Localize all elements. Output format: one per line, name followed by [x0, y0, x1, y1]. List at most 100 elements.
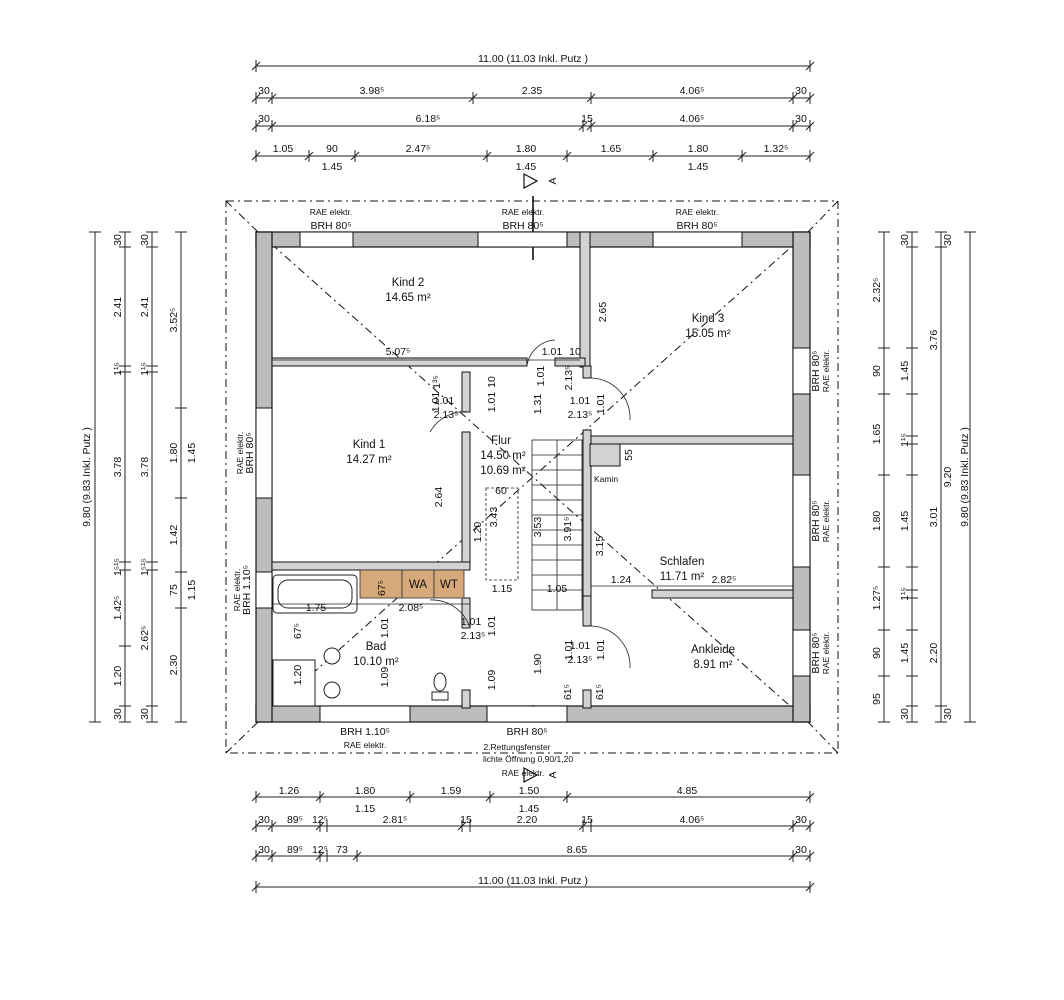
win-top2-rae: RAE elektr.	[502, 207, 545, 217]
inner-dim-k3-2135: 2.13⁵	[568, 409, 593, 421]
room-schlafen-area: 11.71 m²	[660, 571, 705, 583]
inner-dim-675b: 67⁵	[292, 623, 304, 639]
top-dimensions: 11.00 (11.03 Inkl. Putz ) 30 3.98⁵ 2.35 …	[251, 53, 815, 173]
win-left1-brh: BRH 80⁵	[244, 432, 256, 473]
inner-dim-109a: 1.09	[379, 667, 391, 688]
right-col3-dim-3: 2.20	[928, 643, 940, 664]
inner-dim-55: 55	[623, 449, 635, 461]
inner-dim-190: 1.90	[532, 654, 544, 675]
room-kind3-name: Kind 3	[692, 313, 725, 325]
inner-dim-flur-10: 10	[486, 376, 498, 388]
inner-dim-175: 1.75	[306, 602, 327, 614]
inner-dim-109b: 1.09	[486, 670, 498, 691]
left-col3-dim-3: 1.42	[168, 525, 180, 546]
room-kind3-area: 15.05 m²	[685, 328, 731, 340]
inner-dim-bad-2135: 2.13⁵	[461, 630, 486, 642]
room-ankleide-name: Ankleide	[691, 644, 735, 656]
inner-dim-264: 2.64	[433, 487, 445, 508]
bottom-row2-dim-7: 15	[581, 814, 593, 826]
win-right3-brh: BRH 80⁵	[810, 632, 822, 673]
inner-dim-stair-101: 1.01	[535, 366, 547, 387]
win-top3-brh: BRH 80⁵	[676, 220, 717, 232]
room-kind1-area: 14.27 m²	[346, 454, 392, 466]
bottom-row3-dim-2: 89⁵	[287, 844, 303, 856]
right-col4-dim-3: 30	[942, 708, 954, 720]
right-col2-dim-7: 30	[899, 708, 911, 720]
right-col1-dim-7: 95	[871, 693, 883, 705]
inner-dim-k3-101: 1.01	[570, 395, 591, 407]
exterior-walls	[255, 231, 811, 723]
left-col1-dim-2: 2.41	[112, 297, 124, 318]
top-row3-dim-4: 1.80	[516, 143, 537, 155]
doors	[429, 339, 631, 669]
bottom-row1-dim-1: 1.26	[279, 785, 300, 797]
left-col1-dim-6: 1.42⁵	[112, 596, 124, 621]
left-col1-dim-8: 30	[112, 708, 124, 720]
left-col1-dim-1: 30	[112, 234, 124, 246]
sink-2	[323, 681, 341, 699]
bottom-row3-dim-3: 12⁵	[312, 844, 328, 856]
washing-machine	[401, 569, 435, 599]
right-col1-dim-2: 90	[871, 365, 883, 377]
room-schlafen-name: Schlafen	[660, 556, 705, 568]
sink-1	[323, 647, 341, 665]
inner-dim-282: 2.82⁵	[712, 574, 737, 586]
wt-label: WT	[440, 579, 458, 591]
inner-dim-k1-2135: 2.13⁵	[434, 409, 459, 421]
inner-dim-60: 60	[495, 485, 507, 497]
bottom-row1-dim-2: 1.80	[355, 785, 376, 797]
win-right2-brh: BRH 80⁵	[810, 500, 822, 541]
top-row3-lower-3: 1.45	[688, 161, 709, 173]
top-row1-dim-2: 3.98⁵	[360, 85, 385, 97]
left-dimensions: 9.80 (9.83 Inkl. Putz ) 30 2.41 1¹⁵ 3.78…	[81, 231, 198, 723]
left-col4-dim-2: 1.15	[186, 580, 198, 601]
right-col4-dim-2: 9.20	[942, 467, 954, 488]
room-flur-name: Flur	[491, 435, 511, 447]
top-row3-dim-5: 1.65	[601, 143, 622, 155]
bottom-row2-dim-4: 2.81⁵	[383, 814, 408, 826]
top-total-dim: 11.00 (11.03 Inkl. Putz )	[478, 53, 588, 65]
right-col1-dim-4: 1.80	[871, 511, 883, 532]
left-col2-dim-1: 30	[139, 234, 151, 246]
kamin-label: Kamin	[594, 474, 618, 484]
inner-dim-353: 3.53	[532, 517, 544, 538]
inner-dim-bad-v101: 1.01	[379, 618, 391, 639]
inner-dim-k3-v101: 1.01	[595, 394, 607, 415]
bottom-row2-dim-3: 12⁵	[312, 814, 328, 826]
bottom-row2-dim-1: 30	[258, 814, 270, 826]
inner-dim-343: 3.43	[488, 507, 500, 528]
top-row1-dim-3: 2.35	[522, 85, 543, 97]
bottom-row2-dim-5: 15	[460, 814, 472, 826]
wa-label: WA	[409, 579, 427, 591]
bathroom-fixtures: WA WT	[272, 569, 465, 707]
top-row2-dim-1: 30	[258, 113, 270, 125]
right-col2-dim-2: 1.45	[899, 361, 911, 382]
inner-dim-bad-101: 1.01	[461, 616, 482, 628]
win-top1-brh: BRH 80⁵	[310, 220, 351, 232]
right-col2-dim-3: 1¹⁵	[899, 433, 911, 447]
left-col1-dim-5: 1⁵¹⁵	[112, 558, 124, 576]
bottom-row1-dim-4: 1.50	[519, 785, 540, 797]
top-row3-dim-1: 1.05	[273, 143, 294, 155]
win-right1-rae: RAE elektr.	[821, 350, 831, 393]
inner-dim-k1-101: 1.01	[434, 395, 455, 407]
cabinet	[359, 569, 403, 599]
top-row3-dim-2: 90	[326, 143, 338, 155]
section-marker-top: A	[523, 172, 559, 260]
left-col2-dim-2: 2.41	[139, 297, 151, 318]
interior-walls	[271, 231, 794, 709]
inner-dim-115: 1.15	[492, 583, 513, 595]
bottom-row2-dim-8: 4.06⁵	[680, 814, 705, 826]
inner-dim-675a: 67⁵	[376, 580, 388, 596]
inner-dim-120b: 1.20	[292, 665, 304, 686]
right-total-dim: 9.80 (9.83 Inkl. Putz )	[959, 427, 971, 527]
left-col4-dim-1: 1.45	[186, 443, 198, 464]
right-col1-dim-6: 90	[871, 647, 883, 659]
top-row3-dim-3: 2.47⁵	[406, 143, 431, 155]
right-col3-dim-2: 3.01	[928, 507, 940, 528]
top-row3-lower-2: 1.45	[516, 161, 537, 173]
room-ankleide-area: 8.91 m²	[694, 659, 733, 671]
inner-dim-208: 2.08⁵	[399, 602, 424, 614]
inner-dim-flur-v101b: 1.01	[486, 616, 498, 637]
